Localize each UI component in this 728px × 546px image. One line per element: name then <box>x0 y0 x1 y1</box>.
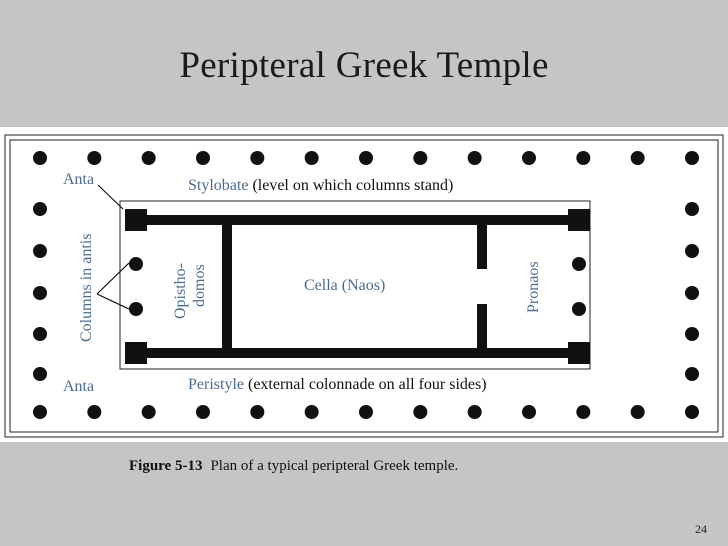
caption-text: Plan of a typical peripteral Greek templ… <box>210 458 459 474</box>
anta-bottom-west <box>125 342 147 364</box>
peristyle-column <box>87 151 102 165</box>
peristyle-column <box>685 151 699 165</box>
outer-border <box>4 134 724 438</box>
peristyle-column <box>630 405 645 419</box>
opisthodomos-label-line2: domos <box>191 264 208 307</box>
anta-bottom-east <box>568 342 590 364</box>
column-in-antis <box>572 302 586 316</box>
peristyle-column <box>576 151 591 165</box>
peristyle-column <box>141 405 156 419</box>
pronaos-wall-upper <box>477 225 487 269</box>
peristyle-column <box>33 286 47 300</box>
opisthodomos-label-line1: Opistho- <box>172 263 189 319</box>
peristyle-column <box>33 244 47 258</box>
peristyle-column <box>359 405 373 419</box>
peristyle-column <box>467 405 482 419</box>
anta-top-label: Anta <box>63 171 94 188</box>
peristyle-column <box>196 151 210 165</box>
pointer-line <box>96 293 130 310</box>
peristyle-column <box>33 367 47 381</box>
peristyle-column <box>33 327 47 341</box>
peristyle-column <box>685 367 699 381</box>
peristyle-column <box>685 405 699 419</box>
peristyle-column <box>359 151 373 165</box>
column-in-antis <box>129 257 143 271</box>
stylobate-description: (level on which columns stand) <box>248 177 453 194</box>
peristyle-column <box>87 405 102 419</box>
peristyle-term: Peristyle <box>188 376 244 393</box>
pointer-line <box>97 184 124 210</box>
peristyle-column <box>413 405 428 419</box>
peristyle-column <box>33 405 47 419</box>
page-number: 24 <box>695 522 707 536</box>
anta-top-east <box>568 209 590 231</box>
anta-top-west <box>125 209 147 231</box>
slide-title: Peripteral Greek Temple <box>179 45 549 86</box>
peristyle-column <box>304 151 319 165</box>
stylobate-term: Stylobate <box>188 177 248 194</box>
peristyle-column <box>304 405 319 419</box>
peristyle-column <box>630 151 645 165</box>
peristyle-column <box>250 405 265 419</box>
peristyle-column <box>685 244 699 258</box>
peristyle-column <box>467 151 482 165</box>
peristyle-column <box>522 405 536 419</box>
pronaos-label: Pronaos <box>525 261 542 313</box>
stylobate-label: Stylobate (level on which columns stand) <box>188 177 453 194</box>
peristyle-columns <box>33 151 699 419</box>
peristyle-column <box>522 151 536 165</box>
north-wall <box>128 215 588 225</box>
south-wall <box>128 348 588 358</box>
peristyle-column <box>413 151 428 165</box>
peristyle-column <box>196 405 210 419</box>
peristyle-column <box>685 327 699 341</box>
columns-in-antis-label: Columns in antis <box>78 234 95 342</box>
peristyle-column <box>33 151 47 165</box>
peristyle-column <box>141 151 156 165</box>
temple-plan-svg: Anta Anta Stylobate (level on which colu… <box>4 134 724 438</box>
opisthodomos-wall <box>222 225 232 348</box>
peristyle-column <box>576 405 591 419</box>
column-in-antis <box>129 302 143 316</box>
cella-label: Cella (Naos) <box>304 277 385 294</box>
label-pointers <box>96 184 130 310</box>
peristyle-column <box>685 286 699 300</box>
pronaos-wall-lower <box>477 304 487 348</box>
cella-walls <box>125 209 590 364</box>
inner-border <box>9 139 719 433</box>
stylobate-outline <box>119 200 591 370</box>
anta-bottom-label: Anta <box>63 378 94 395</box>
figure-number: Figure 5-13 <box>129 458 203 474</box>
temple-plan-diagram: Anta Anta Stylobate (level on which colu… <box>0 127 728 442</box>
peristyle-description: (external colonnade on all four sides) <box>244 376 487 393</box>
column-in-antis <box>572 257 586 271</box>
columns-in-antis <box>129 257 586 316</box>
peristyle-column <box>685 202 699 216</box>
figure-caption: Figure 5-13 Plan of a typical peripteral … <box>129 458 458 475</box>
peristyle-label: Peristyle (external colonnade on all fou… <box>188 376 487 393</box>
peristyle-column <box>250 151 265 165</box>
pointer-line <box>96 262 130 295</box>
peristyle-column <box>33 202 47 216</box>
